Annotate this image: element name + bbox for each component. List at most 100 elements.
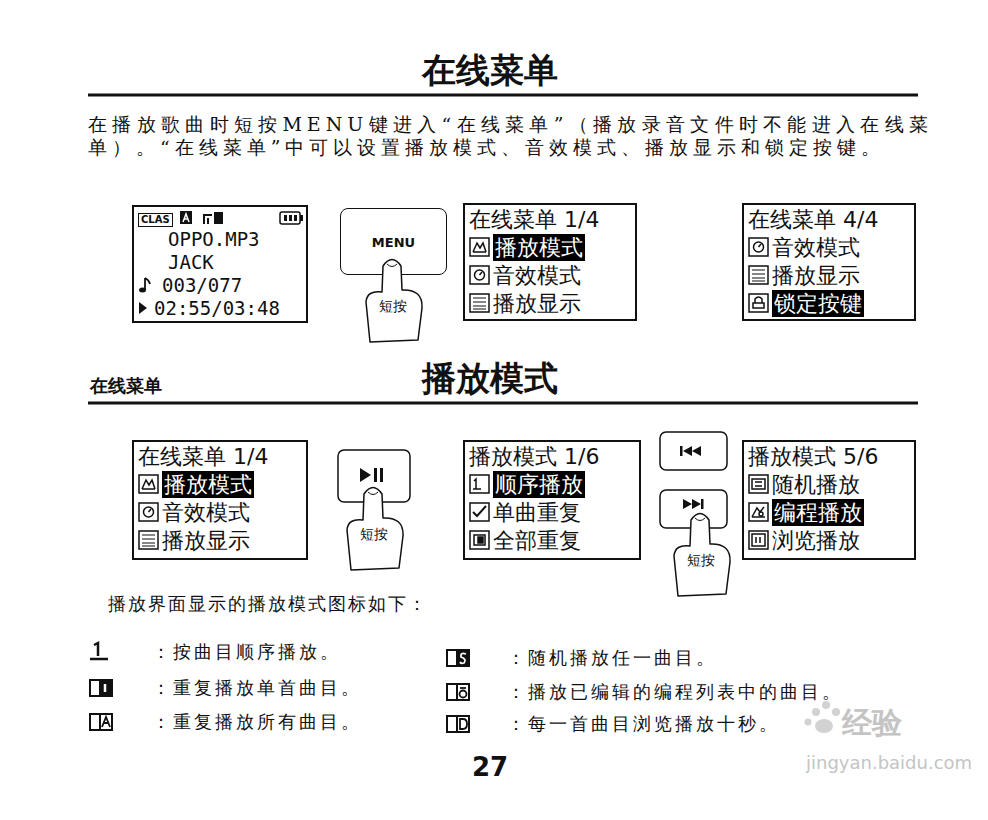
screen-heading: 播放模式 1/6 [469, 443, 635, 470]
mode-icon [447, 650, 469, 666]
watermark: 经验 [842, 703, 902, 744]
menu-icon [748, 502, 770, 522]
menu-row: 播放显示 [748, 261, 910, 289]
screen-heading: 在线菜单 1/4 [469, 206, 631, 233]
mode-icon [447, 716, 469, 732]
icon-frame [470, 475, 489, 493]
press-note: 短按 [360, 526, 388, 544]
menu-item: 锁定按键 [772, 290, 864, 317]
menu-item: 编程播放 [772, 499, 864, 526]
icon-glyph [473, 506, 486, 516]
player-line: OPPO.MP3 [138, 228, 302, 251]
icon-frame [749, 531, 768, 549]
intro-paragraph: 在播放歌曲时短按MENU键进入“在线菜单”（播放录音文件时不能进入在线菜单）。“… [88, 113, 933, 159]
menu-icon [138, 502, 160, 522]
lcd-screen: 在线菜单 1/4播放模式音效模式播放显示 [463, 203, 637, 321]
previous-symbol [680, 446, 701, 456]
icon-frame [470, 266, 489, 284]
icon-frame [749, 238, 768, 256]
menu-item: 随机播放 [772, 471, 860, 498]
lcd-screen: 播放模式 1/6顺序播放单曲重复全部重复 [463, 440, 641, 560]
watermark-url: jingyan.baidu.com [806, 752, 972, 773]
icon-glyph [473, 243, 486, 252]
icon-glyph [144, 507, 154, 517]
icon-frame [139, 503, 158, 521]
menu-row: 锁定按键 [748, 289, 910, 317]
play-pause-symbol [360, 468, 383, 482]
menu-item: 音效模式 [493, 262, 581, 289]
menu-icon [469, 474, 491, 494]
icon-glyph [753, 297, 764, 308]
icon-glyph [473, 479, 481, 489]
icon-glyph [752, 534, 765, 546]
icon-frame [139, 531, 158, 549]
menu-item: 浏览播放 [772, 527, 860, 554]
menu-button: MENU [340, 208, 447, 275]
lcd-screen: 播放模式 5/6随机播放编程播放浏览播放 [742, 440, 916, 560]
player-line: JACK [138, 251, 302, 274]
menu-item: 播放显示 [162, 527, 250, 554]
menu-row: 全部重复 [469, 526, 635, 554]
icon-glyph [754, 242, 764, 252]
player-text: OPPO.MP3 [168, 228, 260, 250]
menu-icon [138, 530, 160, 550]
press-note: 短按 [379, 298, 407, 316]
icon-frame [139, 475, 158, 493]
menu-row: 随机播放 [748, 470, 910, 498]
play-symbol [138, 300, 150, 318]
legend-text: ：重复播放单首曲目。 [152, 676, 362, 700]
section-rule [88, 402, 918, 405]
mode-icon [90, 643, 108, 659]
icon-glyph [752, 507, 765, 517]
icon-glyph [473, 298, 486, 309]
section-label: 在线菜单 [90, 374, 162, 398]
page-title: 在线菜单 [0, 48, 980, 94]
pressing-finger [674, 514, 730, 597]
section-title: 播放模式 [0, 356, 980, 402]
icon-glyph [474, 535, 485, 545]
menu-row: 播放模式 [469, 233, 631, 261]
screen-heading: 播放模式 5/6 [748, 443, 910, 470]
icon-frame [749, 503, 768, 521]
menu-row: 单曲重复 [469, 498, 635, 526]
lcd-screen: 在线菜单 4/4音效模式播放显示锁定按键 [742, 203, 916, 321]
screen-heading: 在线菜单 4/4 [748, 206, 910, 233]
menu-item: 音效模式 [162, 499, 250, 526]
icon-glyph [142, 480, 155, 489]
title-rule [88, 94, 918, 97]
menu-icon [469, 502, 491, 522]
menu-item: 顺序播放 [493, 471, 585, 498]
menu-icon [469, 265, 491, 285]
note-symbol [138, 276, 152, 294]
legend-text: ：按曲目顺序播放。 [152, 640, 341, 664]
menu-row: 播放显示 [138, 526, 302, 554]
menu-row: 播放显示 [469, 289, 631, 317]
legend-text: ：重复播放所有曲目。 [152, 710, 362, 734]
status-bar: CLAS [138, 208, 302, 228]
menu-row: 音效模式 [469, 261, 631, 289]
menu-row: 编程播放 [748, 498, 910, 526]
menu-icon [748, 265, 770, 285]
icon-frame [470, 503, 489, 521]
status-mode: CLAS [138, 213, 173, 227]
menu-icon [748, 474, 770, 494]
lcd-screen: 在线菜单 1/4播放模式音效模式播放显示 [132, 440, 308, 560]
player-text: JACK [168, 251, 214, 273]
menu-item: 播放模式 [493, 234, 585, 261]
menu-row: 播放模式 [138, 470, 302, 498]
icon-intro: 播放界面显示的播放模式图标如下： [108, 592, 428, 616]
player-text: 003/077 [162, 274, 242, 296]
mode-icon [90, 714, 112, 730]
icon-glyph [142, 535, 155, 546]
menu-item: 播放显示 [493, 290, 581, 317]
icon-glyph [752, 270, 765, 281]
menu-row: 浏览播放 [748, 526, 910, 554]
press-note: 短按 [687, 552, 715, 570]
menu-icon [469, 530, 491, 550]
legend-text: ：播放已编辑的编程列表中的曲目。 [507, 680, 843, 704]
icon-glyph [752, 479, 765, 489]
icon-frame [749, 294, 768, 312]
menu-item: 单曲重复 [493, 499, 581, 526]
mode-icon [447, 684, 469, 700]
previous-button [660, 432, 727, 470]
